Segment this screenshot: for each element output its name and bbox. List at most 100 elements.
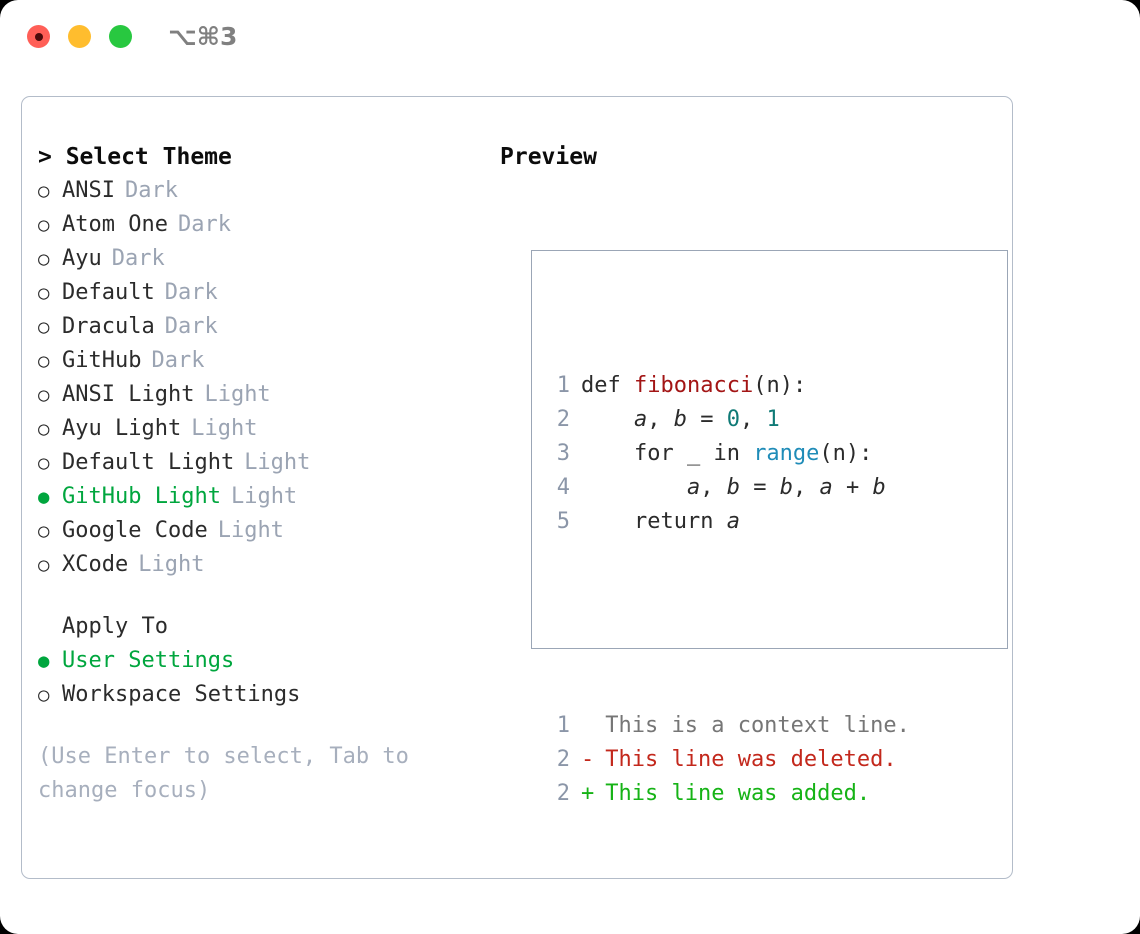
diff-line-content: This is a context line. — [570, 709, 910, 743]
code-line-text: for _ in range(n): — [570, 437, 872, 471]
code-line-text: return a — [570, 505, 740, 539]
line-number: 5 — [556, 509, 570, 534]
radio-selected-icon: ● — [38, 650, 50, 672]
code-token-var: b — [726, 475, 740, 500]
diff-line-list: 1 This is a context line.2- This line wa… — [548, 709, 910, 811]
theme-variant-tag: Light — [204, 382, 271, 407]
code-token-fn: fibonacci — [633, 373, 754, 398]
code-token-plain: , — [792, 475, 820, 500]
code-token-plain: , — [647, 407, 674, 432]
apply-to-option-user-settings[interactable]: ●User Settings — [38, 644, 486, 678]
radio-icon: ○ — [38, 384, 50, 406]
window-controls — [27, 25, 132, 48]
diff-line-text: This is a context line. — [592, 713, 910, 738]
radio-icon: ○ — [38, 180, 50, 202]
minimize-button[interactable] — [68, 25, 91, 48]
theme-variant-tag: Dark — [111, 246, 165, 271]
line-number: 2 — [556, 781, 570, 806]
code-line: 2 a, b = 0, 1 — [548, 403, 910, 437]
code-token-plain: return — [581, 509, 727, 534]
apply-to-option-label: Workspace Settings — [62, 682, 301, 707]
radio-icon: ○ — [38, 282, 50, 304]
code-token-call: range — [753, 441, 820, 466]
diff-line: 2+ This line was added. — [548, 777, 910, 811]
theme-option-default[interactable]: ○ Default Dark — [38, 276, 486, 310]
theme-option-label: Google Code — [62, 518, 208, 543]
theme-variant-tag: Dark — [164, 314, 218, 339]
theme-variant-tag: Dark — [177, 212, 231, 237]
code-token-plain — [581, 475, 687, 500]
diff-line: 1 This is a context line. — [548, 709, 910, 743]
line-number: 1 — [556, 713, 570, 738]
theme-option-label: ANSI Light — [62, 382, 195, 407]
theme-variant-tag: Dark — [124, 178, 178, 203]
line-number: 2 — [556, 407, 570, 432]
code-line-text: a, b = b, a + b — [570, 471, 886, 505]
code-diff-spacer — [548, 607, 910, 641]
radio-icon: ○ — [38, 214, 50, 236]
radio-icon: ○ — [38, 350, 50, 372]
theme-option-label: GitHub Light — [62, 484, 221, 509]
theme-option-ansi[interactable]: ○ ANSI Dark — [38, 174, 486, 208]
code-token-plain: = — [686, 407, 727, 432]
theme-option-label: Dracula — [62, 314, 155, 339]
code-line: 3 for _ in range(n): — [548, 437, 910, 471]
hint-spacer — [38, 712, 486, 740]
code-token-plain: (n): — [753, 373, 807, 398]
preview-heading: Preview — [500, 144, 597, 170]
code-token-plain — [581, 407, 634, 432]
code-token-var: b — [872, 475, 886, 500]
select-theme-heading: > Select Theme — [38, 144, 232, 170]
diff-line-content: - This line was deleted. — [570, 743, 897, 777]
code-token-plain: + — [832, 475, 873, 500]
code-token-plain: for _ in — [581, 441, 754, 466]
apply-to-heading: Apply To — [62, 614, 168, 639]
section-spacer — [38, 582, 486, 610]
radio-icon: ○ — [38, 684, 50, 706]
close-button[interactable] — [27, 25, 50, 48]
diff-marker-icon — [581, 709, 592, 743]
theme-option-dracula[interactable]: ○ Dracula Dark — [38, 310, 486, 344]
code-token-plain: , — [739, 407, 767, 432]
theme-variant-tag: Light — [138, 552, 205, 577]
theme-variant-tag: Light — [217, 518, 284, 543]
keyboard-hint-text: (Use Enter to select, Tab to change focu… — [38, 744, 423, 803]
title-bar: ⌥⌘3 — [0, 0, 1140, 78]
apply-to-option-workspace-settings[interactable]: ○ Workspace Settings — [38, 678, 486, 712]
line-number: 1 — [556, 373, 570, 398]
code-token-var: a — [686, 475, 701, 500]
code-line-text: a, b = 0, 1 — [570, 403, 780, 437]
code-token-var: a — [633, 407, 648, 432]
diff-line: 2- This line was deleted. — [548, 743, 910, 777]
radio-icon: ○ — [38, 316, 50, 338]
theme-option-ansi-light[interactable]: ○ ANSI Light Light — [38, 378, 486, 412]
diff-line-text: This line was added. — [592, 781, 871, 806]
theme-option-label: Default — [62, 280, 155, 305]
code-line: 5 return a — [548, 505, 910, 539]
code-token-var: b — [779, 475, 793, 500]
theme-variant-tag: Dark — [151, 348, 205, 373]
diff-line-text: This line was deleted. — [592, 747, 897, 772]
theme-option-label: ANSI — [62, 178, 115, 203]
maximize-button[interactable] — [109, 25, 132, 48]
theme-variant-tag: Light — [191, 416, 258, 441]
code-line: 4 a, b = b, a + b — [548, 471, 910, 505]
theme-option-label: XCode — [62, 552, 129, 577]
keyboard-shortcut-label: ⌥⌘3 — [168, 22, 238, 51]
line-number: 4 — [556, 475, 570, 500]
theme-variant-tag: Dark — [164, 280, 218, 305]
code-token-var: b — [673, 407, 687, 432]
